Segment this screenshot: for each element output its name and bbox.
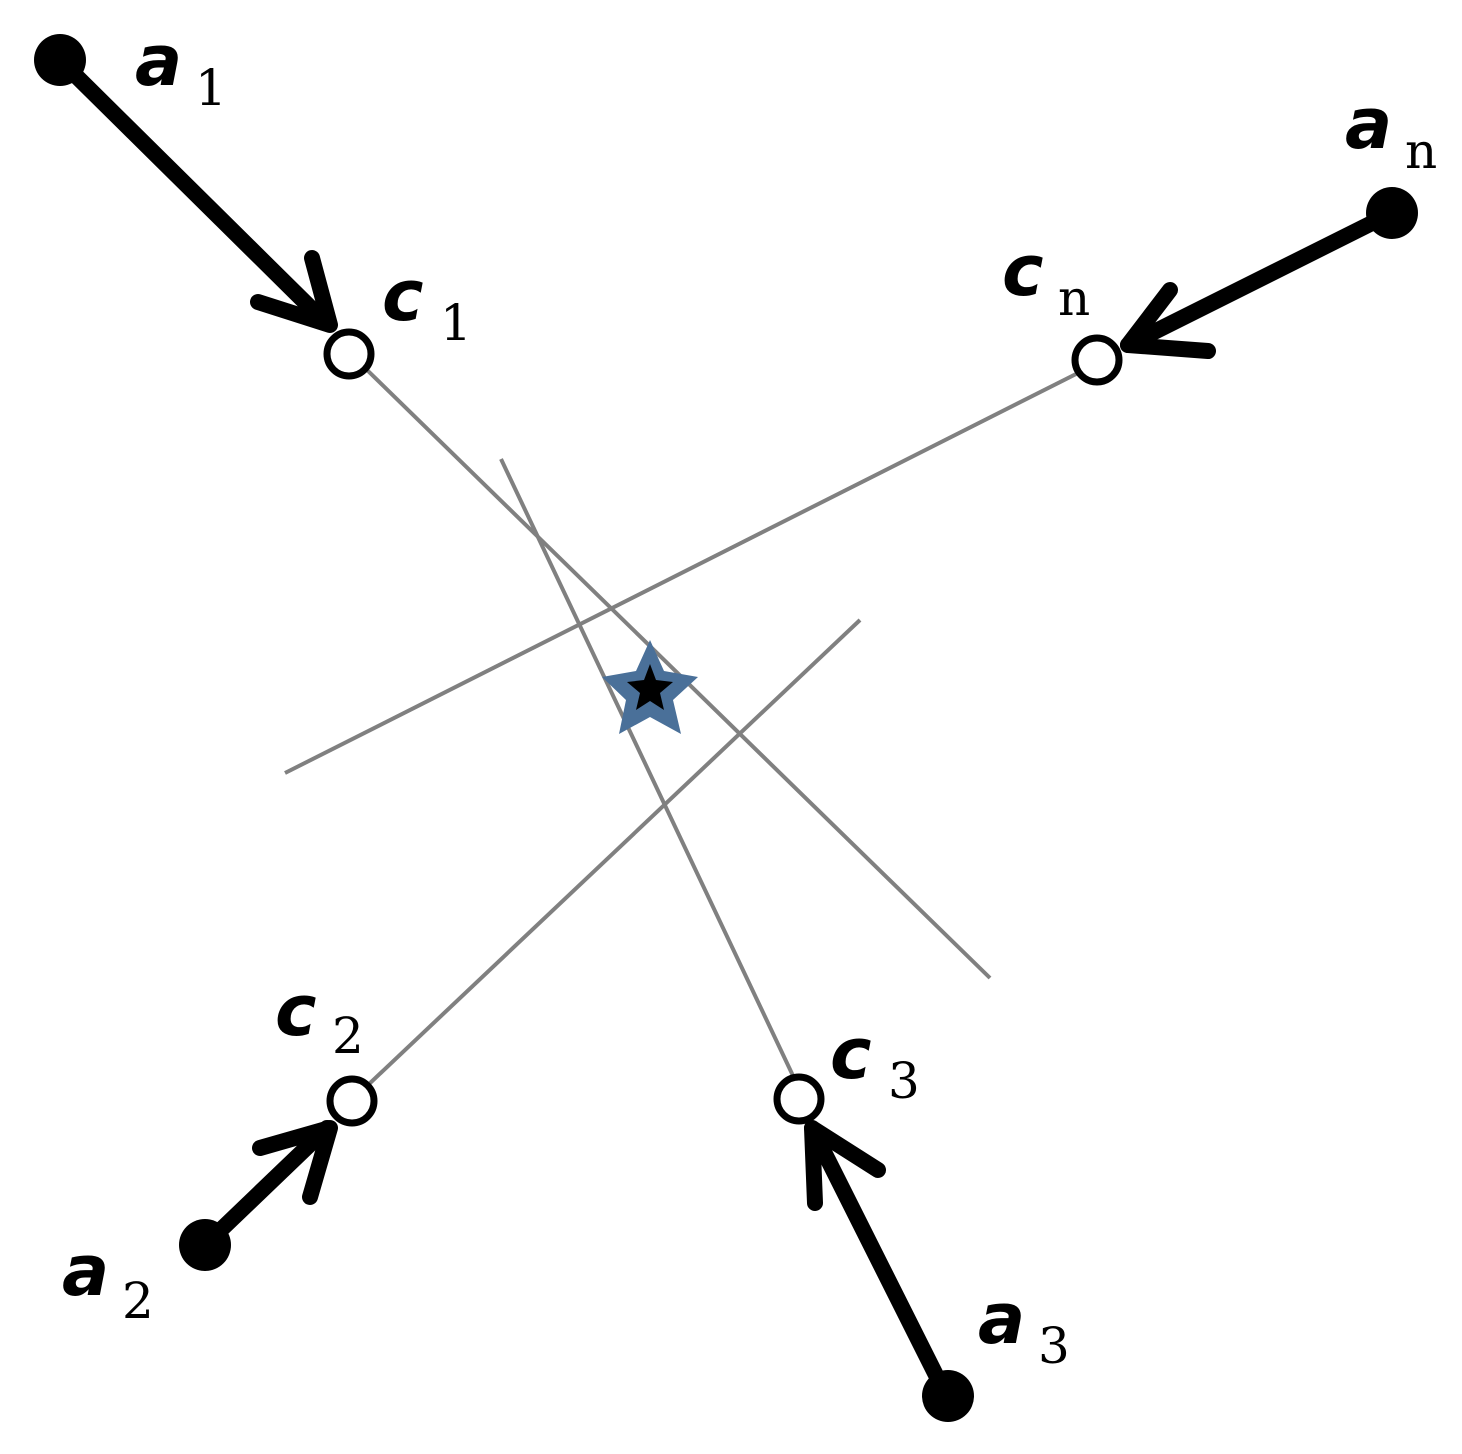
star-icon [602,640,698,734]
ray-line-3 [499,458,797,1081]
vector-n-shaft [1120,205,1400,353]
point-a3 [922,1370,974,1422]
label-an-main: a [1345,83,1392,165]
vector-2-shaft [197,1120,335,1253]
c-points [323,328,1123,1127]
vector-3-arrowhead [804,1120,886,1211]
label-c2-main: c [275,970,317,1052]
label-a1-sub: 1 [195,59,227,117]
vector-3 [804,1120,953,1401]
vector-3-shaft [804,1120,953,1401]
point-an [1366,187,1418,239]
label-a1-main: a [135,20,182,102]
ray-line-1 [363,366,992,980]
ray-line-n [284,370,1081,775]
star-core [627,664,673,710]
point-c1 [323,328,375,380]
point-cn [1071,334,1123,386]
vector-n-arrowhead [1120,282,1216,359]
ray-lines [284,366,1081,1087]
point-a1 [34,34,86,86]
vector-1-arrowhead [250,250,338,333]
a-points [34,34,1418,1422]
labels: a 1 c 1 a 2 c 2 a 3 c 3 a n c n [62,20,1437,1375]
point-a2 [179,1219,231,1271]
vector-1-shaft [52,52,333,330]
label-c1-main: c [382,255,424,337]
label-c2-sub: 2 [332,1007,364,1065]
label-c3-sub: 3 [888,1052,920,1110]
label-cn-sub: n [1058,269,1090,327]
label-a2-sub: 2 [122,1272,154,1330]
vector-2-arrowhead [252,1120,338,1205]
label-cn-main: c [1002,230,1044,312]
label-a3-main: a [978,1278,1025,1360]
label-a2-main: a [62,1230,109,1312]
point-c3 [773,1073,825,1125]
vector-2 [197,1120,338,1253]
vector-1 [52,52,338,333]
label-c3-main: c [830,1013,872,1095]
vector-n [1120,205,1400,359]
point-c2 [326,1075,378,1127]
ray-line-2 [366,618,862,1087]
label-an-sub: n [1405,122,1437,180]
label-a3-sub: 3 [1038,1317,1070,1375]
label-c1-sub: 1 [440,294,472,352]
